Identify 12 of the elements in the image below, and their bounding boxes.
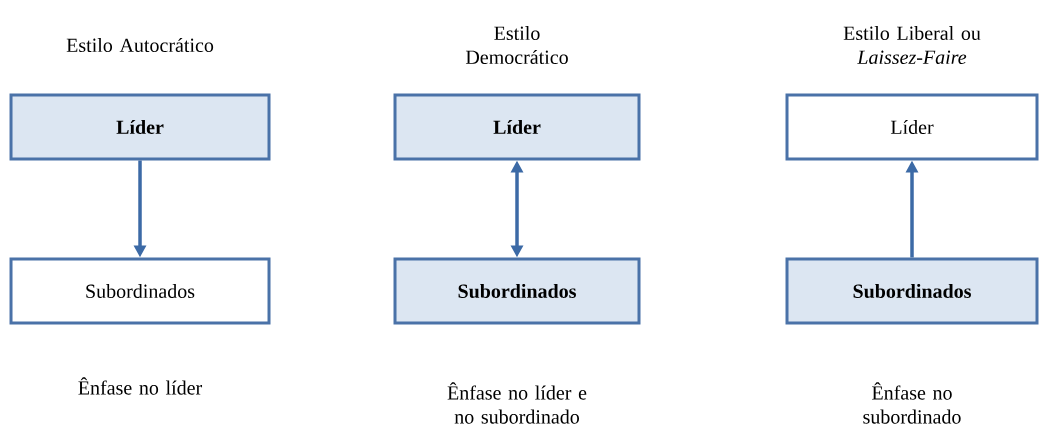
- process-box: Subordinados: [393, 257, 641, 325]
- process-box: Subordinados: [785, 257, 1039, 325]
- process-box: Líder: [785, 93, 1039, 161]
- process-box: Subordinados: [9, 257, 271, 325]
- caption-text: Ênfase no líder e no subordinado: [447, 382, 587, 424]
- caption-text: Ênfase no líder: [78, 377, 203, 395]
- column-heading: Estilo Autocrático: [66, 37, 214, 53]
- process-box: Líder: [393, 93, 641, 161]
- caption-text: Ênfase no subordinado: [863, 382, 961, 424]
- column-heading: Estilo Liberal ou Laissez-Faire: [843, 25, 981, 65]
- process-box: Líder: [9, 93, 271, 161]
- column-heading: Estilo Democrático: [465, 25, 568, 64]
